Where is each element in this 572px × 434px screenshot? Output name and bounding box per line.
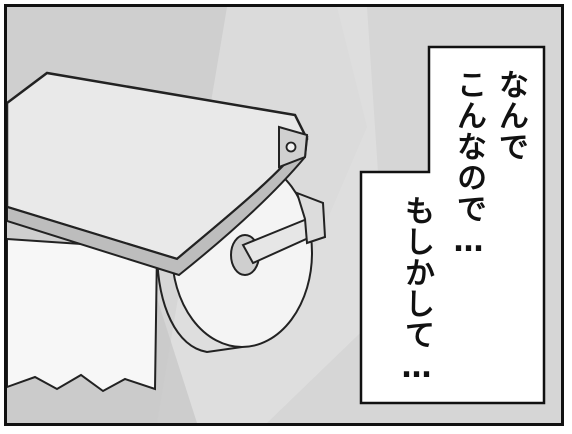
speech-line-1: なんで [493,69,528,162]
speech-line-3: もしかして… [399,195,434,386]
manga-panel: なんで こんなので… もしかして… [4,4,564,426]
speech-line-2: こんなので… [451,69,486,260]
speech-bubble [359,45,546,405]
